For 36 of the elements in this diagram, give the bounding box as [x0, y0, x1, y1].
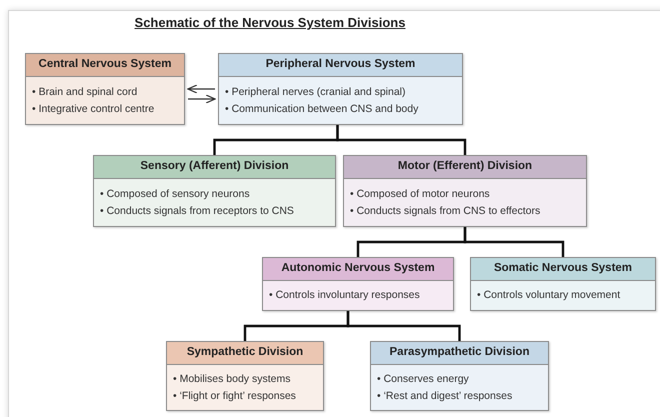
division-box [470, 257, 656, 311]
bullet-item: • Composed of motor neurons [350, 186, 491, 202]
bullet-item: • Conserves energy [377, 372, 470, 386]
diagram-title: Schematic of the Nervous System Divisions [134, 14, 406, 32]
bullet-item: • Brain and spinal cord [32, 84, 138, 100]
bullet-item: • Communication between CNS and body [225, 102, 420, 116]
bullet-item: • Controls involuntary responses [269, 288, 421, 303]
division-box [166, 341, 324, 411]
box-heading: Somatic Nervous System [471, 258, 655, 281]
box-heading: Central Nervous System [26, 54, 184, 77]
division-box [343, 155, 587, 227]
connector-line [346, 311, 461, 341]
box-heading: Sensory (Afferent) Division [94, 156, 335, 179]
bullet-item: • Peripheral nerves (cranial and spinal) [225, 84, 407, 100]
division-box [218, 53, 463, 125]
bullet-item: • Mobilises body systems [173, 372, 292, 386]
arrow [188, 94, 216, 104]
bullet-item: • Conducts signals from CNS to effectors [350, 204, 542, 218]
bullet-item: • ‘Rest and digest’ responses [377, 388, 514, 404]
box-heading: Autonomic Nervous System [263, 258, 453, 281]
arrow [187, 84, 215, 94]
connector-line [336, 125, 466, 155]
division-box [93, 155, 336, 227]
connector-line [464, 227, 564, 257]
bullet-item: • Conducts signals from receptors to CNS [100, 204, 295, 218]
box-heading: Parasympathetic Division [371, 342, 548, 365]
box-heading: Sympathetic Division [167, 342, 323, 365]
bullet-item: • ‘Flight or fight’ responses [173, 388, 297, 404]
bullet-item: • Controls voluntary movement [477, 288, 622, 303]
division-box [262, 257, 454, 311]
box-heading: Motor (Efferent) Division [344, 156, 586, 179]
division-box [25, 53, 185, 125]
bullet-item: • Integrative control centre [32, 102, 156, 116]
division-box [370, 341, 549, 411]
bullet-item: • Composed of sensory neurons [100, 186, 251, 202]
box-heading: Peripheral Nervous System [219, 54, 462, 77]
